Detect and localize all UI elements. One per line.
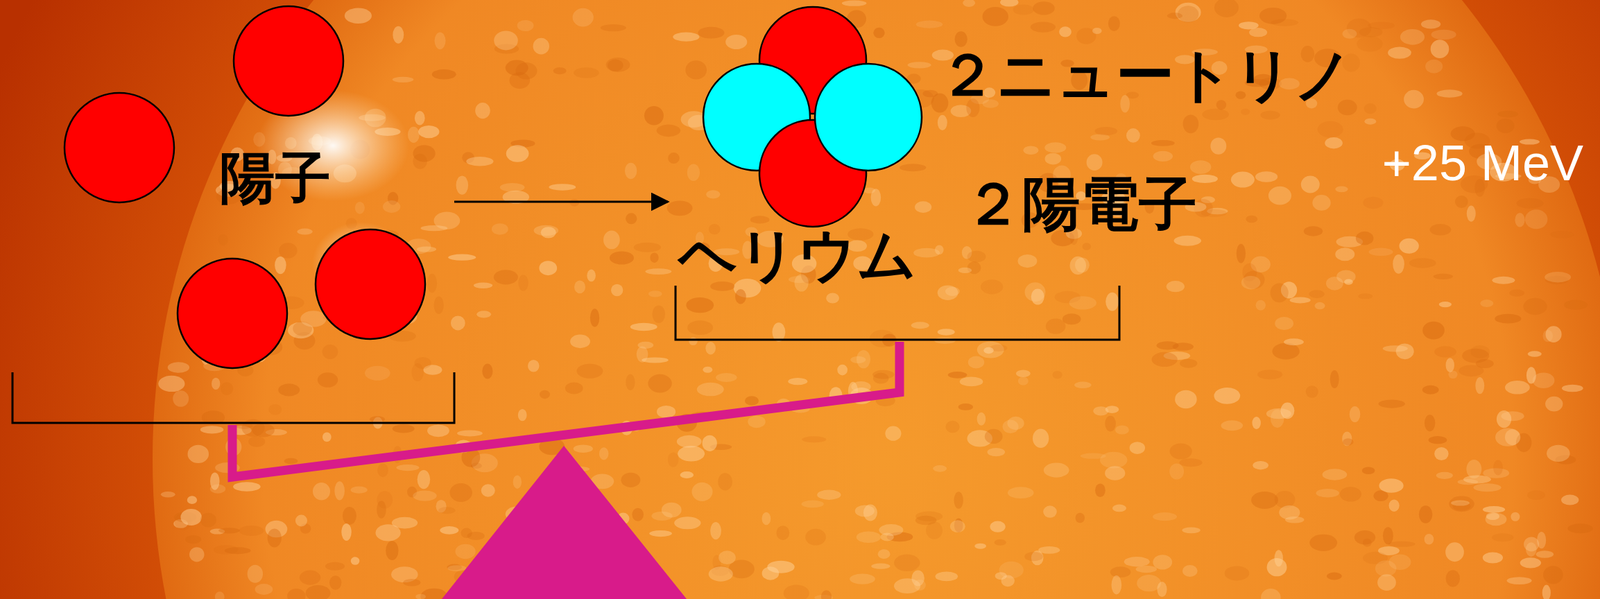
product-label: ヘリウム [678,226,917,285]
product-label: ２ニュートリノ [938,45,1354,105]
fulcrum [441,445,687,599]
helium-nucleus [703,6,922,227]
granulation [158,0,1594,599]
energy-label: +25 MeV [1382,138,1584,188]
reaction-arrow [454,201,668,204]
bracket [675,285,1120,340]
bracket [12,372,455,424]
product-label: ２陽電子 [964,174,1198,234]
sun-disk [152,0,1600,599]
protons [64,6,426,369]
reactant-label: 陽子 [219,150,331,206]
